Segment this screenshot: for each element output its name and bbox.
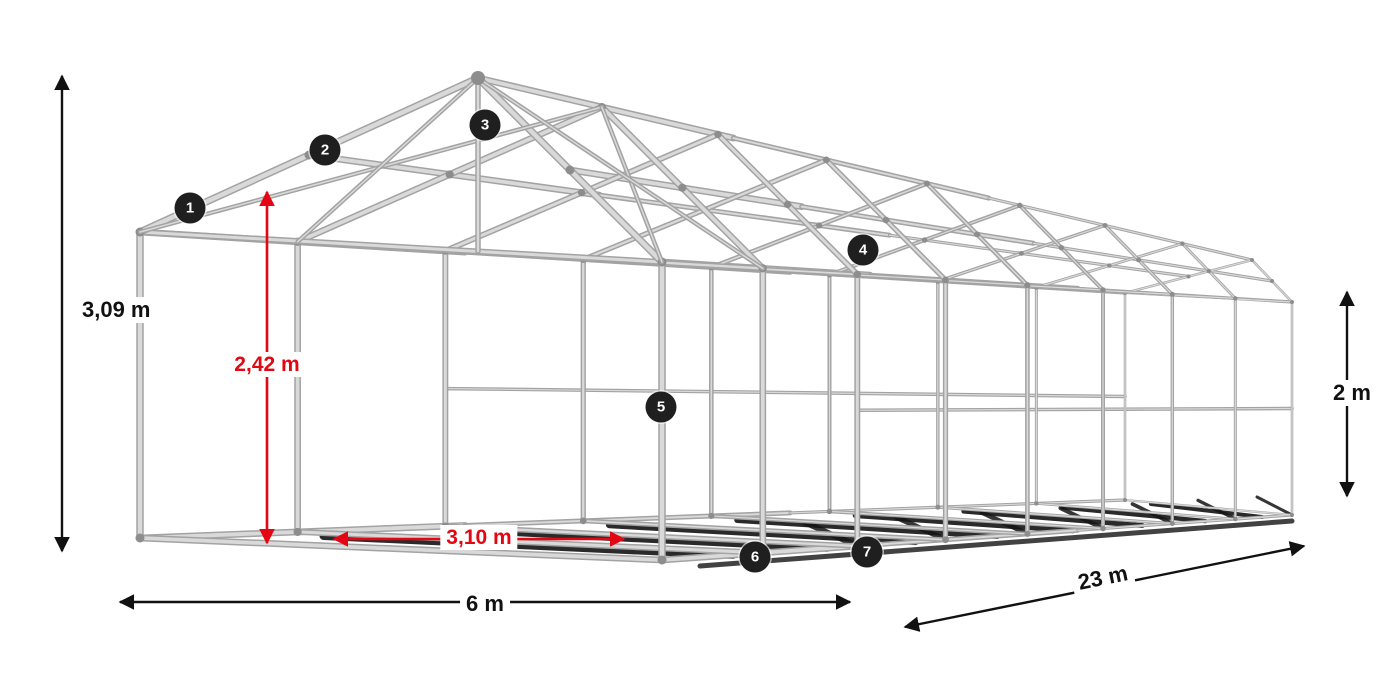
frame-tube-highlight (296, 77, 479, 243)
frame-joint (1270, 279, 1274, 283)
frame-joint (1058, 244, 1065, 251)
frame-tube-highlight (937, 506, 1173, 525)
frame-joint (1017, 202, 1023, 209)
frame-tube-highlight (1124, 499, 1293, 516)
frame-joint (935, 504, 941, 510)
frame-tube-highlight (139, 106, 603, 233)
frame-joint (1186, 274, 1191, 279)
dimension-label-inner-height: 2,42 m (228, 352, 306, 378)
frame-tube-highlight (988, 197, 1253, 261)
frame-joint (1024, 530, 1031, 537)
frame-joint (1290, 300, 1294, 304)
frame-joint (1024, 282, 1031, 289)
frame-tube-highlight (1032, 242, 1273, 282)
frame-joint (708, 512, 715, 520)
frame-joint (678, 183, 687, 192)
hotspot-marker-2: 2 (309, 134, 341, 166)
frame-joint (816, 222, 823, 229)
frame-tube-highlight (464, 511, 792, 527)
frame-joint (565, 165, 575, 175)
frame-joint (882, 216, 890, 224)
marker-number: 3 (480, 116, 490, 134)
hotspot-marker-4: 4 (847, 234, 879, 266)
dimension-label-width: 6 m (460, 591, 510, 618)
floor-shadow (1196, 498, 1237, 521)
frame-joint (293, 527, 302, 537)
frame-joint (1290, 513, 1294, 517)
frame-joint (1233, 516, 1238, 522)
frame-tube-highlight (1035, 502, 1236, 520)
hotspot-marker-1: 1 (174, 192, 206, 224)
marker-number: 7 (862, 543, 872, 561)
frame-joint (1169, 521, 1175, 527)
frame-joint (923, 180, 930, 187)
frame-tube-highlight (828, 510, 1104, 530)
floor-shadow (852, 512, 1076, 534)
dimension-label-inner-width: 3,10 m (440, 525, 518, 551)
frame-joint (822, 156, 830, 164)
frame-joint (1123, 498, 1127, 502)
dimension-label-side-height: 2 m (1327, 380, 1377, 407)
frame-tube-highlight (800, 205, 1035, 245)
hotspot-marker-3: 3 (469, 109, 501, 141)
frame-joint (942, 276, 949, 284)
frame-joint (1034, 501, 1039, 506)
frame-tube-highlight (888, 234, 1190, 278)
frame-joint (1107, 263, 1112, 268)
dimension-label-total-height: 3,09 m (76, 297, 157, 324)
frame-joint (1169, 291, 1175, 297)
frame-joint (853, 270, 862, 279)
frame-joint (1206, 268, 1212, 274)
marker-number: 1 (185, 199, 195, 217)
frame-tube-highlight (1077, 514, 1293, 531)
frame-joint (714, 130, 722, 139)
frame-tube-highlight (444, 387, 1126, 398)
frame-joint (974, 231, 981, 238)
frame-tube-highlight (856, 407, 1293, 411)
hotspot-marker-5: 5 (645, 391, 677, 423)
frame-joint (921, 237, 928, 243)
frame-tube-highlight (598, 194, 891, 237)
frame-tube-highlight (601, 106, 663, 263)
frame-joint (657, 555, 667, 565)
marker-number: 6 (750, 548, 760, 566)
frame-joint (1250, 258, 1254, 262)
frame-joint (135, 533, 145, 543)
floor-shadow (734, 516, 1001, 539)
frame-joint (1102, 222, 1108, 228)
marker-number: 5 (656, 398, 666, 416)
frame-joint (1180, 241, 1185, 246)
floor-shadow (1255, 495, 1294, 517)
floor-shadow (1060, 505, 1208, 524)
frame-tube-highlight (138, 230, 664, 264)
frame-joint (1018, 250, 1024, 256)
frame-joint (445, 170, 454, 179)
frame-tube-highlight (138, 536, 664, 562)
frame-joint (783, 200, 792, 209)
frame-joint (1136, 257, 1142, 263)
frame-tube-highlight (732, 137, 990, 200)
frame-tube-highlight (477, 77, 764, 270)
floor-shadow (1149, 502, 1264, 519)
marker-number: 4 (858, 241, 868, 259)
frame-joint (1100, 525, 1106, 532)
frame-joint (1233, 296, 1238, 301)
frame-joint (471, 71, 485, 85)
frame-joint (579, 517, 587, 525)
frame-joint (577, 188, 586, 197)
hotspot-marker-7: 7 (851, 536, 883, 568)
marker-number: 2 (320, 141, 330, 159)
frame-joint (826, 508, 833, 515)
frame-joint (1100, 287, 1106, 293)
floor-shadow (961, 508, 1145, 529)
hotspot-marker-6: 6 (739, 541, 771, 573)
